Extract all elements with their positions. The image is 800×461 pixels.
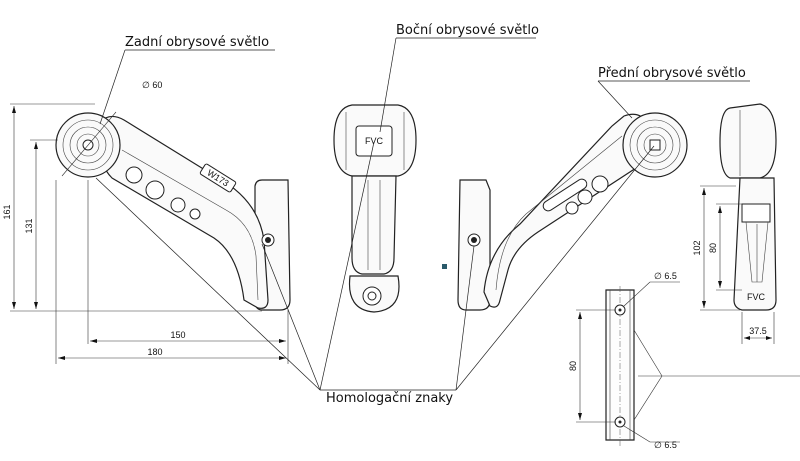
- side-lamp-view: FVC: [333, 104, 417, 313]
- dim-102: 102: [692, 240, 702, 255]
- arm-hole: [189, 208, 201, 220]
- elevation-window: [741, 203, 771, 223]
- label-front-marker-lamp: Přední obrysové světlo: [598, 66, 746, 81]
- arm-hole: [565, 201, 579, 215]
- dim-180: 180: [147, 347, 162, 357]
- label-side-marker-lamp: Boční obrysové světlo: [396, 23, 539, 38]
- base-brand-label: FVC: [747, 292, 766, 302]
- dim-161: 161: [2, 204, 12, 219]
- side-elevation-view: FVC 102 80 37.5: [692, 103, 777, 344]
- side-brand-label: FVC: [365, 136, 384, 146]
- dim-80-side: 80: [708, 243, 718, 253]
- arm-hole: [125, 166, 143, 184]
- elevation-lamp-head: [719, 103, 777, 179]
- mounting-hole-detail: ∅ 6.5 ∅ 6.5 80: [568, 271, 800, 450]
- side-lamp-stem: [351, 175, 397, 275]
- side-lens: [355, 125, 393, 157]
- left-view-dimensions: 161 131 150 180: [2, 103, 289, 364]
- arm-hole: [145, 180, 165, 200]
- hole-top-diameter: ∅ 6.5: [654, 271, 677, 281]
- arm-hole: [591, 175, 609, 193]
- dim-37-5: 37.5: [749, 326, 767, 336]
- dim-80-holes: 80: [568, 361, 578, 371]
- arm-hole: [577, 189, 593, 205]
- center-marker: [442, 264, 447, 269]
- front-lamp-view: [457, 112, 688, 311]
- front-arm-slot: [542, 178, 588, 212]
- arm-hole: [170, 197, 186, 213]
- rear-lamp-diameter: ∅ 60: [142, 80, 162, 90]
- dim-150: 150: [170, 330, 185, 340]
- callouts: Zadní obrysové světlo Boční obrysové svě…: [95, 23, 750, 406]
- label-rear-marker-lamp: Zadní obrysové světlo: [125, 35, 269, 50]
- dim-131: 131: [24, 218, 34, 233]
- rear-lamp-arm: [97, 115, 269, 309]
- label-homologation-marks: Homologační znaky: [326, 391, 453, 406]
- rear-lamp-view: W173 ∅ 60: [55, 80, 291, 311]
- hole-bottom-diameter: ∅ 6.5: [654, 440, 677, 450]
